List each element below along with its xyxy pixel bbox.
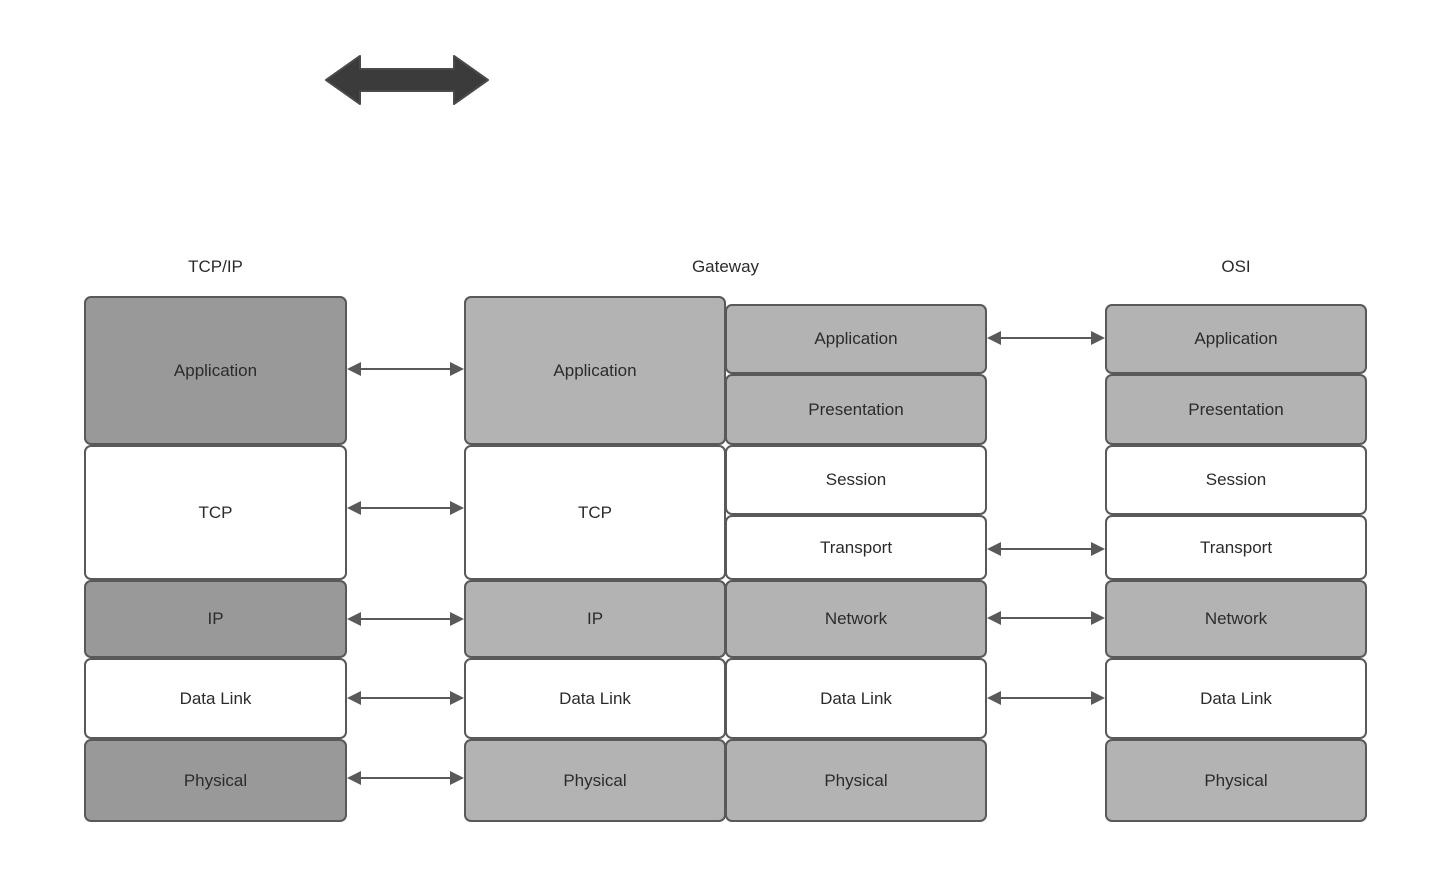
- arrow-shaft: [996, 337, 1096, 339]
- connector-tcpip-gateway-application: [347, 360, 464, 378]
- gateway-right-layer-physical[interactable]: Physical: [725, 739, 987, 822]
- arrow-shaft: [356, 507, 455, 509]
- arrow-shaft: [356, 618, 455, 620]
- arrow-head-left-icon: [987, 331, 1001, 345]
- gateway-right-layer-data-link[interactable]: Data Link: [725, 658, 987, 739]
- connector-tcpip-gateway-data-link: [347, 689, 464, 707]
- gateway-right-layer-session[interactable]: Session: [725, 445, 987, 515]
- tcpip-layer-ip[interactable]: IP: [84, 580, 347, 658]
- arrow-head-right-icon: [1091, 611, 1105, 625]
- arrow-head-left-icon: [347, 501, 361, 515]
- tcpip-layer-tcp[interactable]: TCP: [84, 445, 347, 580]
- column-header-osi: OSI: [1221, 257, 1251, 276]
- connector-tcpip-gateway-tcp: [347, 499, 464, 517]
- osi-layer-network[interactable]: Network: [1105, 580, 1367, 658]
- column-header-gateway: Gateway: [691, 257, 760, 276]
- arrow-shaft: [996, 617, 1096, 619]
- arrow-head-left-icon: [347, 612, 361, 626]
- arrow-head-left-icon: [987, 691, 1001, 705]
- connector-gateway-osi-application: [987, 329, 1105, 347]
- osi-layer-data-link[interactable]: Data Link: [1105, 658, 1367, 739]
- arrow-head-right-icon: [1091, 691, 1105, 705]
- arrow-head-right-icon: [450, 691, 464, 705]
- arrow-head-left-icon: [347, 362, 361, 376]
- gateway-right-layer-transport[interactable]: Transport: [725, 515, 987, 580]
- arrow-shaft: [356, 368, 455, 370]
- tcpip-layer-physical[interactable]: Physical: [84, 739, 347, 822]
- osi-layer-application[interactable]: Application: [1105, 304, 1367, 374]
- gateway-left-layer-ip[interactable]: IP: [464, 580, 726, 658]
- gateway-right-layer-network[interactable]: Network: [725, 580, 987, 658]
- arrow-shaft: [996, 697, 1096, 699]
- bidirectional-block-arrow-icon: [325, 55, 489, 105]
- tcpip-layer-application[interactable]: Application: [84, 296, 347, 445]
- arrow-head-right-icon: [1091, 331, 1105, 345]
- arrow-head-right-icon: [450, 771, 464, 785]
- connector-gateway-osi-network: [987, 609, 1105, 627]
- osi-layer-transport[interactable]: Transport: [1105, 515, 1367, 580]
- connector-gateway-osi-data-link: [987, 689, 1105, 707]
- arrow-shaft: [996, 548, 1096, 550]
- gateway-right-layer-application[interactable]: Application: [725, 304, 987, 374]
- arrow-head-left-icon: [987, 542, 1001, 556]
- arrow-head-left-icon: [347, 771, 361, 785]
- arrow-head-right-icon: [1091, 542, 1105, 556]
- connector-tcpip-gateway-physical: [347, 769, 464, 787]
- gateway-left-layer-tcp[interactable]: TCP: [464, 445, 726, 580]
- arrow-shaft: [356, 777, 455, 779]
- arrow-head-left-icon: [987, 611, 1001, 625]
- gateway-left-layer-application[interactable]: Application: [464, 296, 726, 445]
- column-header-tcpip: TCP/IP: [188, 257, 243, 276]
- osi-layer-session[interactable]: Session: [1105, 445, 1367, 515]
- arrow-head-right-icon: [450, 362, 464, 376]
- gateway-right-layer-presentation[interactable]: Presentation: [725, 374, 987, 445]
- connector-tcpip-gateway-ip: [347, 610, 464, 628]
- arrow-head-left-icon: [347, 691, 361, 705]
- connector-gateway-osi-transport: [987, 540, 1105, 558]
- tcpip-layer-data-link[interactable]: Data Link: [84, 658, 347, 739]
- osi-layer-physical[interactable]: Physical: [1105, 739, 1367, 822]
- gateway-left-layer-data-link[interactable]: Data Link: [464, 658, 726, 739]
- osi-layer-presentation[interactable]: Presentation: [1105, 374, 1367, 445]
- arrow-head-right-icon: [450, 612, 464, 626]
- arrow-shaft: [356, 697, 455, 699]
- gateway-left-layer-physical[interactable]: Physical: [464, 739, 726, 822]
- arrow-head-right-icon: [450, 501, 464, 515]
